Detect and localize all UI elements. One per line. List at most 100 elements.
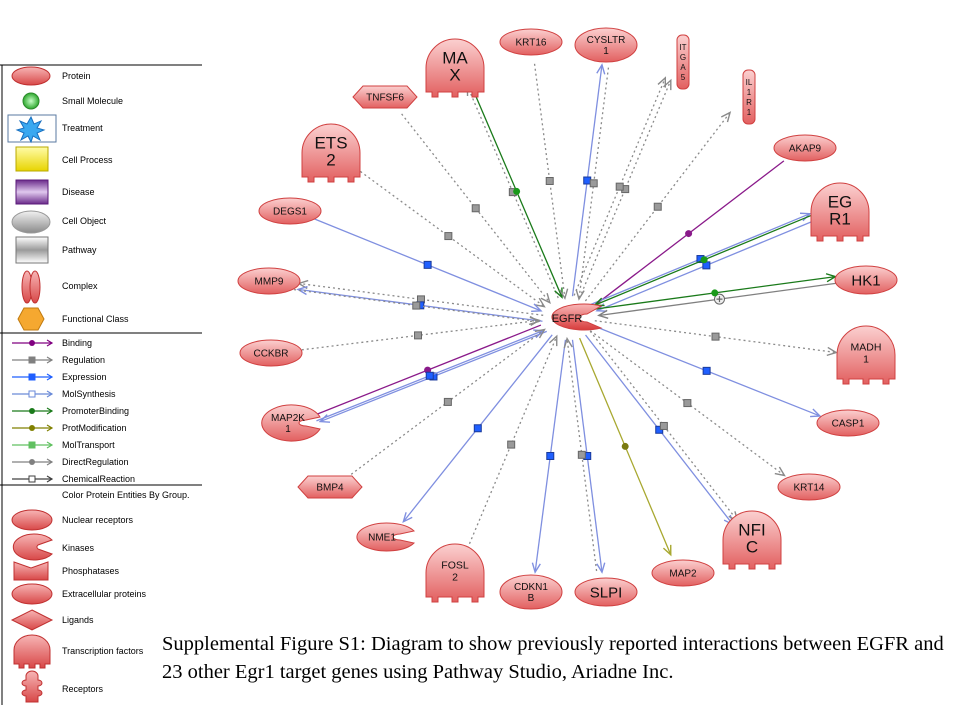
node-label: X (449, 65, 460, 84)
node-max[interactable]: MAX (425, 38, 485, 98)
legend-relation-label: Binding (62, 338, 92, 348)
legend-panel: Protein Small Molecule Treatment Cell Pr… (0, 64, 202, 705)
edge-regulation-egfr-itga5 (573, 76, 667, 296)
node-label: 1 (747, 108, 752, 117)
legend-group-label: Receptors (62, 684, 104, 694)
disease-icon (15, 179, 49, 205)
functional-class-icon (17, 307, 45, 331)
kinase-icon (12, 533, 53, 561)
edge-regulation-ets2-egfr (351, 165, 546, 308)
node-hk1[interactable]: HK1 (834, 265, 898, 295)
node-label: HK1 (851, 272, 880, 289)
transcription-factor-icon (13, 634, 51, 669)
node-label: C (746, 537, 758, 556)
legend-relation-label: PromoterBinding (62, 406, 129, 416)
legend-relation-label: Expression (62, 372, 107, 382)
node-label: 5 (681, 73, 686, 82)
legend-entity-label: Treatment (62, 123, 103, 133)
node-krt16[interactable]: KRT16 (499, 28, 563, 56)
legend-relation-moltransport: MolTransport (12, 440, 115, 450)
edge-expression-egr1-egfr (595, 219, 817, 312)
edge-regulation-cysltr1-egfr (575, 67, 610, 301)
legend-relation-promoterbinding: PromoterBinding (12, 406, 129, 416)
extracellular-icon (11, 583, 53, 605)
ligand-icon (10, 609, 54, 631)
protein-icon (11, 66, 51, 86)
edge-directregulation-hk1-egfr (597, 282, 841, 319)
node-label: NME1 (368, 533, 396, 544)
node-tnfsf6[interactable]: TNFSF6 (352, 85, 418, 109)
legend-group-label: Kinases (62, 543, 95, 553)
legend-relation-chemicalreaction: ChemicalReaction (12, 474, 135, 484)
edge-expression-egfr-nfic (585, 334, 735, 526)
node-label: CASP1 (832, 419, 865, 430)
receptor-icon (21, 670, 43, 703)
node-label: R1 (829, 209, 851, 228)
node-label: B (528, 593, 535, 604)
node-label: NFI (738, 520, 765, 539)
node-krt14[interactable]: KRT14 (777, 473, 841, 501)
legend-relation-directregulation: DirectRegulation (12, 457, 129, 467)
legend-relation-expression: Expression (12, 372, 107, 382)
edge-expression-egfr-slpi (571, 339, 606, 574)
node-slpi[interactable]: SLPI (574, 577, 638, 607)
node-cckbr[interactable]: CCKBR (239, 339, 303, 367)
node-label: MA (442, 48, 468, 67)
edge-regulation-egfr-nfic (589, 330, 739, 523)
legend-group-label: Phosphatases (62, 566, 120, 576)
edge-regulation-fosl2-egfr (465, 334, 558, 554)
edge-protmodification-egfr-map2 (579, 337, 672, 557)
node-map2[interactable]: MAP2 (651, 559, 715, 587)
edge-expression-egfr-casp1 (593, 325, 822, 418)
legend-entity-label: Disease (62, 187, 95, 197)
node-label: CYSLTR (587, 35, 626, 46)
legend-group-label: Extracellular proteins (62, 589, 147, 599)
node-label: A (680, 63, 686, 72)
node-label: 1 (285, 424, 291, 435)
node-label: EGFR (552, 313, 583, 325)
node-label: KRT16 (516, 38, 547, 49)
small-molecule-icon (22, 92, 40, 110)
node-label: 1 (747, 88, 752, 97)
legend-group-title: Color Protein Entities By Group. (62, 490, 190, 500)
node-label: KRT14 (794, 483, 825, 494)
edge-regulation-slpi-egfr (563, 336, 598, 572)
legend-relation-label: MolTransport (62, 440, 115, 450)
node-label: 1 (603, 46, 609, 57)
node-mmp9[interactable]: MMP9 (237, 267, 301, 295)
legend-relation-regulation: Regulation (12, 355, 105, 365)
edge-promoterbinding-max-egfr (470, 85, 563, 299)
legend-entity-label: Complex (62, 281, 98, 291)
node-casp1[interactable]: CASP1 (816, 409, 880, 437)
node-nme1[interactable]: NME1 (356, 522, 416, 552)
nuclear-receptor-icon (11, 509, 53, 531)
legend-entity-label: Protein (62, 71, 91, 81)
node-akap9[interactable]: AKAP9 (773, 134, 837, 162)
edge-binding-map2k1-egfr (314, 324, 542, 416)
node-label: 2 (326, 150, 335, 169)
legend-entity-label: Small Molecule (62, 96, 123, 106)
legend-group-label: Transcription factors (62, 646, 144, 656)
phosphatase-icon (13, 561, 49, 581)
edge-regulation-egfr-krt14 (589, 330, 786, 477)
node-bmp4[interactable]: BMP4 (297, 475, 363, 499)
node-egfr[interactable]: EGFR (551, 303, 603, 331)
edge-expression-map2k1-egfr (316, 329, 545, 422)
cell-process-icon (15, 146, 49, 172)
edge-regulation-egfr-mmp9 (297, 279, 544, 316)
node-degs1[interactable]: DEGS1 (258, 197, 322, 225)
node-label: DEGS1 (273, 207, 307, 218)
complex-icon (21, 270, 41, 304)
legend-relation-label: ProtModification (62, 423, 127, 433)
node-label: CDKN1 (514, 582, 548, 593)
